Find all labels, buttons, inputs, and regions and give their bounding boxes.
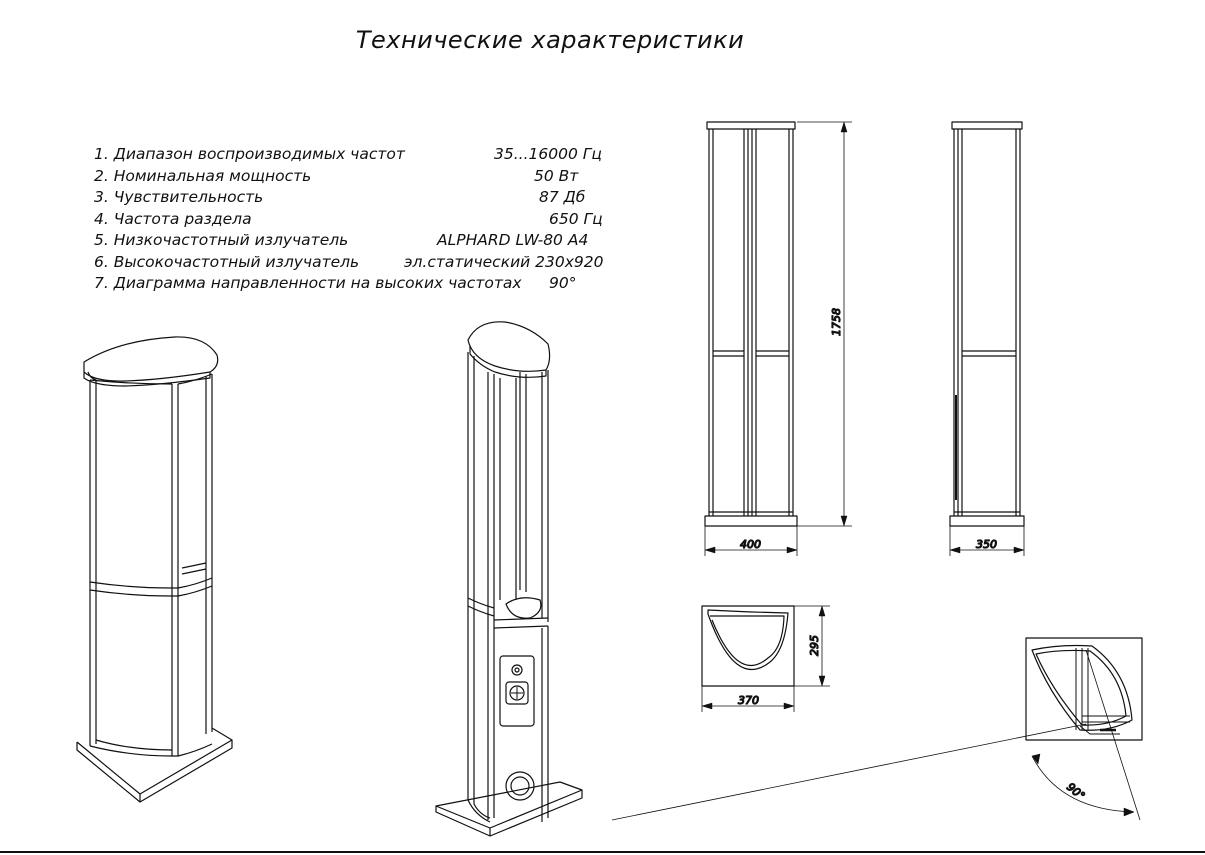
plan-view: 370 295	[701, 605, 830, 712]
spec-label: 7. Диаграмма направленности на высоких ч…	[94, 274, 522, 292]
spec-label: 4. Частота раздела	[94, 209, 252, 228]
isometric-view-middle	[435, 321, 583, 837]
dimension-plan-width: 370	[738, 694, 759, 707]
side-elevation: 350	[949, 121, 1025, 556]
spec-list: 1. Диапазон воспроизводимых частот 35...…	[94, 144, 634, 295]
drawing-title: Технические характеристики	[355, 26, 745, 54]
spec-row: 4. Частота раздела 650 Гц	[94, 209, 634, 231]
spec-value: 650 Гц	[549, 209, 603, 228]
spec-value: эл.статический 230x920	[404, 252, 604, 271]
spec-value: ALPHARD LW-80 A4	[437, 231, 589, 249]
spec-label: 1. Диапазон воспроизводимых частот	[94, 145, 405, 163]
spec-row: 3. Чувствительность 87 Дб	[94, 187, 634, 209]
spec-label: 6. Высокочастотный излучатель	[94, 252, 360, 271]
spec-row: 7. Диаграмма направленности на высоких ч…	[94, 273, 634, 295]
frame-border-bottom	[0, 851, 1205, 853]
dimension-angle: 90°	[1064, 780, 1087, 802]
spec-label: 2. Номинальная мощность	[94, 166, 312, 185]
spec-label: 5. Низкочастотный излучатель	[94, 231, 349, 249]
detail-view: 90°	[611, 637, 1143, 821]
spec-value: 50 Вт	[534, 166, 579, 185]
dimension-side-width: 350	[976, 538, 997, 551]
spec-row: 1. Диапазон воспроизводимых частот 35...…	[94, 144, 634, 166]
spec-label: 3. Чувствительность	[94, 188, 264, 206]
dimension-height: 1758	[830, 308, 843, 336]
isometric-view-left	[76, 336, 233, 803]
front-elevation: 400 1758	[704, 121, 852, 556]
dimension-plan-depth: 295	[808, 635, 821, 656]
spec-value: 35...16000 Гц	[494, 145, 602, 163]
spec-row: 6. Высокочастотный излучатель эл.статиче…	[94, 252, 634, 274]
spec-value: 87 Дб	[539, 188, 586, 206]
dimension-front-width: 400	[740, 538, 761, 551]
spec-row: 5. Низкочастотный излучатель ALPHARD LW-…	[94, 230, 634, 252]
spec-value: 90°	[549, 274, 577, 292]
spec-row: 2. Номинальная мощность 50 Вт	[94, 166, 634, 188]
